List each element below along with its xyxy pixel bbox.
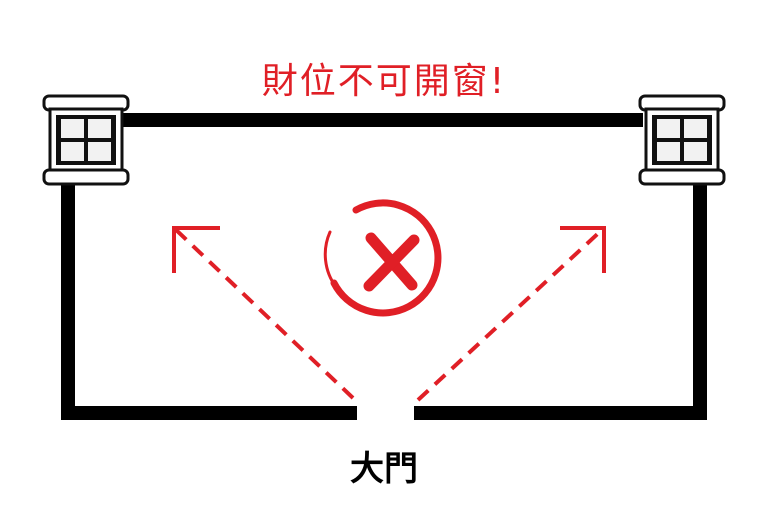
bottom-wall-right	[414, 406, 707, 420]
left-dashed-arrow-icon	[172, 226, 355, 400]
room-walls	[61, 113, 707, 420]
left-window-icon	[42, 94, 130, 186]
top-wall	[118, 113, 643, 127]
cross-in-circle-icon	[323, 199, 442, 317]
door-label: 大門	[350, 449, 418, 489]
page-title: 財位不可開窗!	[261, 61, 507, 102]
right-wall	[693, 180, 707, 420]
right-dashed-arrow-icon	[416, 226, 606, 402]
left-wall	[61, 180, 75, 420]
right-window-icon	[638, 94, 726, 186]
bottom-wall-left	[61, 406, 357, 420]
